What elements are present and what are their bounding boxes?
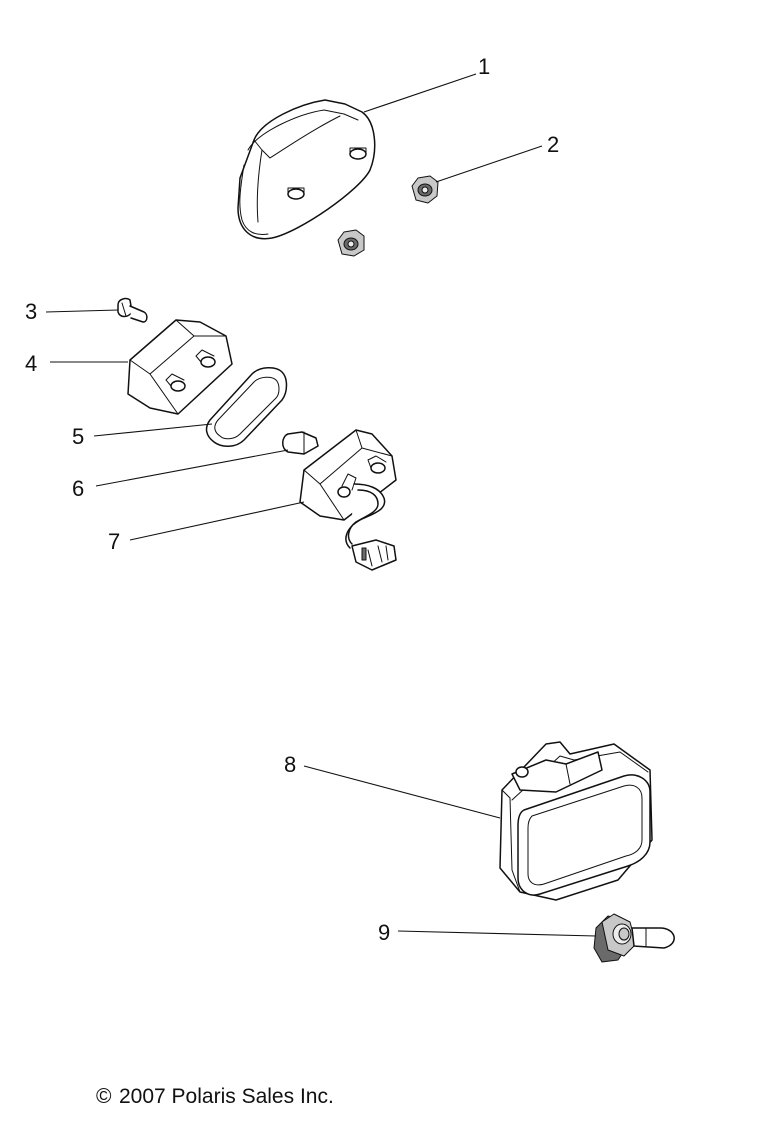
leader-1 bbox=[363, 73, 477, 113]
copyright: © 2007 Polaris Sales Inc. bbox=[96, 1085, 334, 1108]
callout-8: 8 bbox=[284, 752, 296, 777]
callout-labels: 1 2 3 4 5 6 7 8 9 bbox=[25, 54, 559, 945]
part-9-halogen-bulb bbox=[593, 913, 675, 963]
copyright-symbol: © bbox=[96, 1085, 112, 1108]
part-8-work-light bbox=[499, 741, 653, 901]
part-4-lens-cover bbox=[127, 319, 233, 415]
part-6-bulb bbox=[282, 431, 319, 455]
leader-2 bbox=[435, 145, 543, 183]
leader-6 bbox=[95, 449, 289, 487]
callout-3: 3 bbox=[25, 299, 37, 324]
callout-4: 4 bbox=[25, 351, 37, 376]
leader-7 bbox=[129, 501, 305, 541]
callout-9: 9 bbox=[378, 920, 390, 945]
part-2-nut-lower bbox=[337, 229, 365, 257]
leader-9 bbox=[397, 930, 597, 937]
part-5-gasket bbox=[205, 367, 288, 447]
callout-1: 1 bbox=[478, 54, 490, 79]
leader-lines bbox=[45, 73, 597, 937]
copyright-text: 2007 Polaris Sales Inc. bbox=[119, 1085, 334, 1108]
part-3-screw bbox=[117, 297, 148, 323]
callout-6: 6 bbox=[72, 476, 84, 501]
callout-2: 2 bbox=[547, 132, 559, 157]
part-7-socket-harness bbox=[299, 429, 397, 571]
leader-3 bbox=[45, 309, 119, 313]
part-1-light-housing bbox=[237, 99, 376, 240]
leader-8 bbox=[303, 765, 501, 819]
leader-5 bbox=[93, 423, 213, 437]
part-2-nut-upper bbox=[411, 175, 439, 204]
callout-7: 7 bbox=[108, 529, 120, 554]
callout-5: 5 bbox=[72, 424, 84, 449]
